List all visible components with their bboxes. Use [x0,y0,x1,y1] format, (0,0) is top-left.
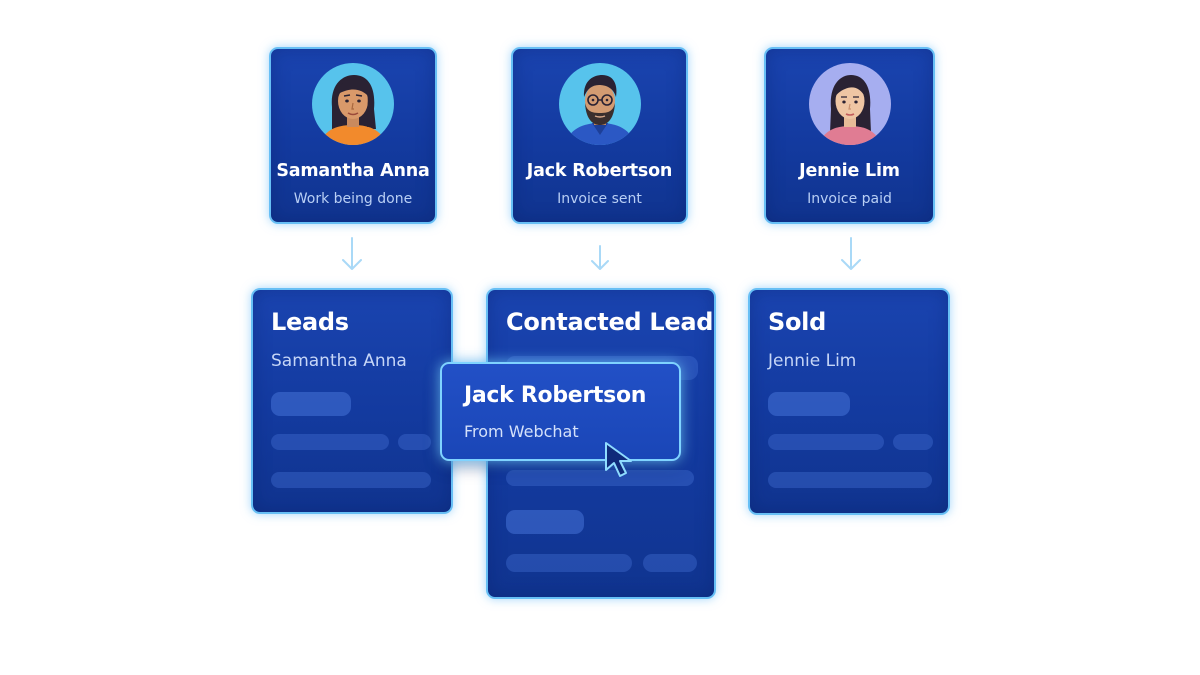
contact-name: Samantha Anna [276,161,430,181]
woman-avatar-icon [808,63,891,145]
bearded-man-avatar-icon [558,63,641,145]
placeholder-bar [398,434,431,450]
arrow-down-icon [342,237,362,270]
placeholder-bar [506,470,694,486]
contact-status: Work being done [293,191,413,207]
placeholder-bar [271,434,389,450]
column-title: Leads [271,308,349,336]
placeholder-bar [768,392,850,416]
contact-name: Jack Robertson [526,161,673,181]
placeholder-bar [768,472,932,488]
lead-name: Jack Robertson [464,383,647,408]
placeholder-bar [768,434,884,450]
column-lead-name: Samantha Anna [271,351,407,371]
contact-card-jack-robertson[interactable]: Jack Robertson Invoice sent [511,47,688,224]
placeholder-bar [506,554,632,572]
column-title: Sold [768,308,826,336]
lead-source: From Webchat [464,422,579,441]
column-title: Contacted Lead [506,308,714,336]
column-lead-name: Jennie Lim [768,351,857,371]
placeholder-bar [643,554,697,572]
contact-status: Invoice paid [807,191,892,207]
dragged-lead-card[interactable]: Jack Robertson From Webchat [440,362,681,461]
contact-name: Jennie Lim [799,161,900,181]
woman-avatar-icon [312,63,394,145]
arrow-down-icon [841,237,861,270]
placeholder-bar [506,510,584,534]
placeholder-bar [893,434,933,450]
arrow-down-icon [591,245,609,270]
contact-status: Invoice sent [557,191,642,207]
contact-card-jennie-lim[interactable]: Jennie Lim Invoice paid [764,47,935,224]
placeholder-bar [271,392,351,416]
placeholder-bar [271,472,431,488]
contact-card-samantha-anna[interactable]: Samantha Anna Work being done [269,47,437,224]
pipeline-column-sold[interactable]: Sold Jennie Lim [748,288,950,515]
pipeline-column-leads[interactable]: Leads Samantha Anna [251,288,453,514]
mouse-pointer-icon [605,442,632,477]
